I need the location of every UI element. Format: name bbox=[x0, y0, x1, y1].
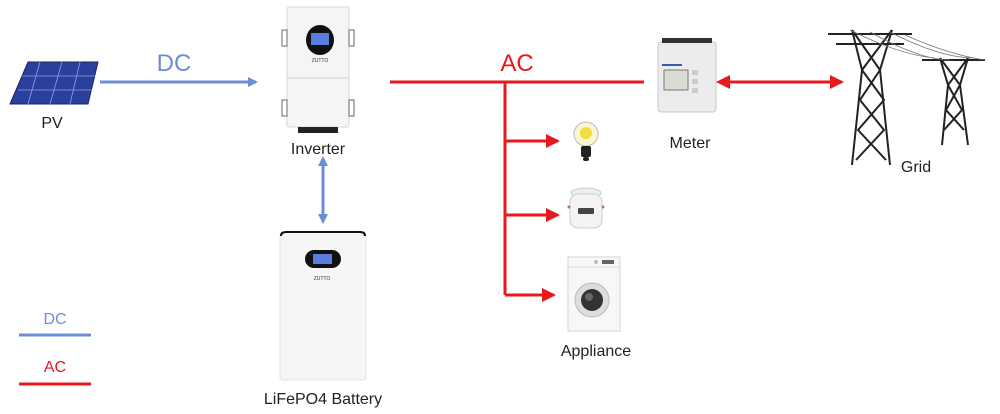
meter-label: Meter bbox=[670, 135, 712, 152]
power-tower-icon bbox=[828, 29, 986, 166]
appliance-label: Appliance bbox=[561, 343, 631, 360]
ac-flow-label: AC bbox=[500, 50, 533, 77]
energy-meter-icon bbox=[657, 38, 717, 113]
inverter-label: Inverter bbox=[291, 141, 346, 158]
battery-brand: ZUTTO bbox=[314, 276, 331, 282]
legend-ac-label: AC bbox=[44, 359, 66, 376]
pv-label: PV bbox=[41, 115, 63, 132]
battery-icon: ZUTTO bbox=[279, 231, 367, 381]
inverter-icon: ZUTTO bbox=[281, 6, 355, 133]
solar-panel-icon bbox=[9, 61, 99, 105]
dc-flow-label: DC bbox=[157, 50, 192, 77]
washing-machine-icon bbox=[567, 256, 621, 332]
grid-label: Grid bbox=[901, 159, 931, 176]
legend-dc-label: DC bbox=[43, 311, 66, 328]
light-bulb-icon bbox=[573, 121, 599, 161]
inverter-brand: ZUTTO bbox=[312, 58, 329, 64]
battery-label: LiFePO4 Battery bbox=[264, 391, 382, 408]
legend: DC AC bbox=[19, 311, 91, 386]
rice-cooker-icon bbox=[567, 187, 605, 229]
